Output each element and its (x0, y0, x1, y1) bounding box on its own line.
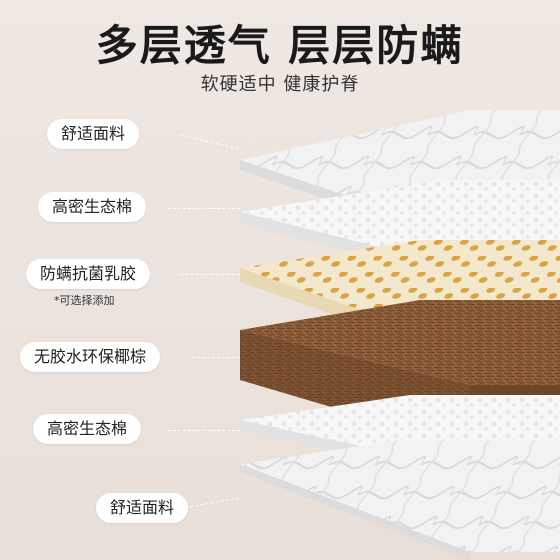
layer-label-cotton-bottom: 高密生态棉 (33, 414, 142, 444)
layer-label-coir: 无胶水环保椰棕 (20, 342, 161, 372)
page-title: 多层透气 层层防螨 (95, 21, 465, 70)
connector-line-2 (168, 208, 240, 209)
connector-line-5 (168, 430, 240, 431)
connector-line-3 (180, 274, 240, 275)
layer-fabric-bottom (240, 440, 560, 560)
page-subtitle: 软硬适中 健康护脊 (200, 74, 360, 95)
connector-line-4 (192, 357, 240, 358)
layer-note-optional: *可选择添加 (54, 294, 115, 307)
layer-label-cotton-top: 高密生态棉 (38, 192, 147, 222)
layer-label-fabric-top: 舒适面料 (47, 119, 140, 149)
layer-label-fabric-bottom: 舒适面料 (96, 493, 189, 523)
layer-label-latex: 防螨抗菌乳胶 (26, 259, 151, 289)
